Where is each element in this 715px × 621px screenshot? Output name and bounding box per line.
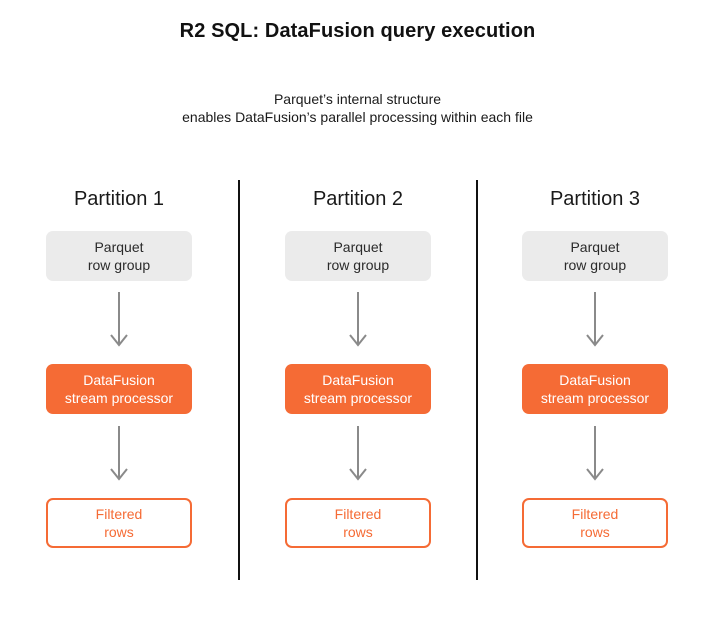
parquet-box-line-1: Parquet	[94, 239, 144, 255]
datafusion-stream-processor-box: DataFusion stream processor	[285, 364, 431, 414]
processor-box-line-1: DataFusion	[83, 372, 155, 388]
filtered-rows-box: Filtered rows	[285, 498, 431, 548]
output-box-line-1: Filtered	[334, 506, 382, 522]
datafusion-stream-processor-box: DataFusion stream processor	[46, 364, 192, 414]
output-box-line-2: rows	[343, 524, 373, 540]
partition-divider-1	[238, 180, 240, 580]
parquet-box-line-2: row group	[87, 257, 151, 273]
partition-title: Partition 2	[312, 188, 404, 210]
processor-box-line-2: stream processor	[303, 390, 413, 406]
partition-divider-2	[476, 180, 478, 580]
parquet-row-group-box: Parquet row group	[285, 231, 431, 281]
parquet-box-line-2: row group	[326, 257, 390, 273]
down-arrow-icon	[110, 426, 128, 481]
diagram-title: R2 SQL: DataFusion query execution	[179, 20, 536, 42]
down-arrow-icon	[349, 292, 367, 347]
output-box-line-2: rows	[104, 524, 134, 540]
processor-box-line-2: stream processor	[64, 390, 174, 406]
partition-title: Partition 3	[549, 188, 641, 210]
diagram-subtitle: Parquet’s internal structure enables Dat…	[0, 90, 715, 126]
parquet-box-line-1: Parquet	[570, 239, 620, 255]
output-box-line-2: rows	[580, 524, 610, 540]
datafusion-stream-processor-box: DataFusion stream processor	[522, 364, 668, 414]
parquet-row-group-box: Parquet row group	[522, 231, 668, 281]
processor-box-line-1: DataFusion	[559, 372, 631, 388]
parquet-row-group-box: Parquet row group	[46, 231, 192, 281]
output-box-line-1: Filtered	[571, 506, 619, 522]
down-arrow-icon	[110, 292, 128, 347]
partition-title: Partition 1	[73, 188, 165, 210]
subtitle-line-2: enables DataFusion’s parallel processing…	[182, 109, 533, 125]
down-arrow-icon	[349, 426, 367, 481]
filtered-rows-box: Filtered rows	[522, 498, 668, 548]
subtitle-line-1: Parquet’s internal structure	[273, 91, 442, 107]
processor-box-line-2: stream processor	[540, 390, 650, 406]
parquet-box-line-2: row group	[563, 257, 627, 273]
processor-box-line-1: DataFusion	[322, 372, 394, 388]
parquet-box-line-1: Parquet	[333, 239, 383, 255]
output-box-line-1: Filtered	[95, 506, 143, 522]
filtered-rows-box: Filtered rows	[46, 498, 192, 548]
down-arrow-icon	[586, 292, 604, 347]
down-arrow-icon	[586, 426, 604, 481]
